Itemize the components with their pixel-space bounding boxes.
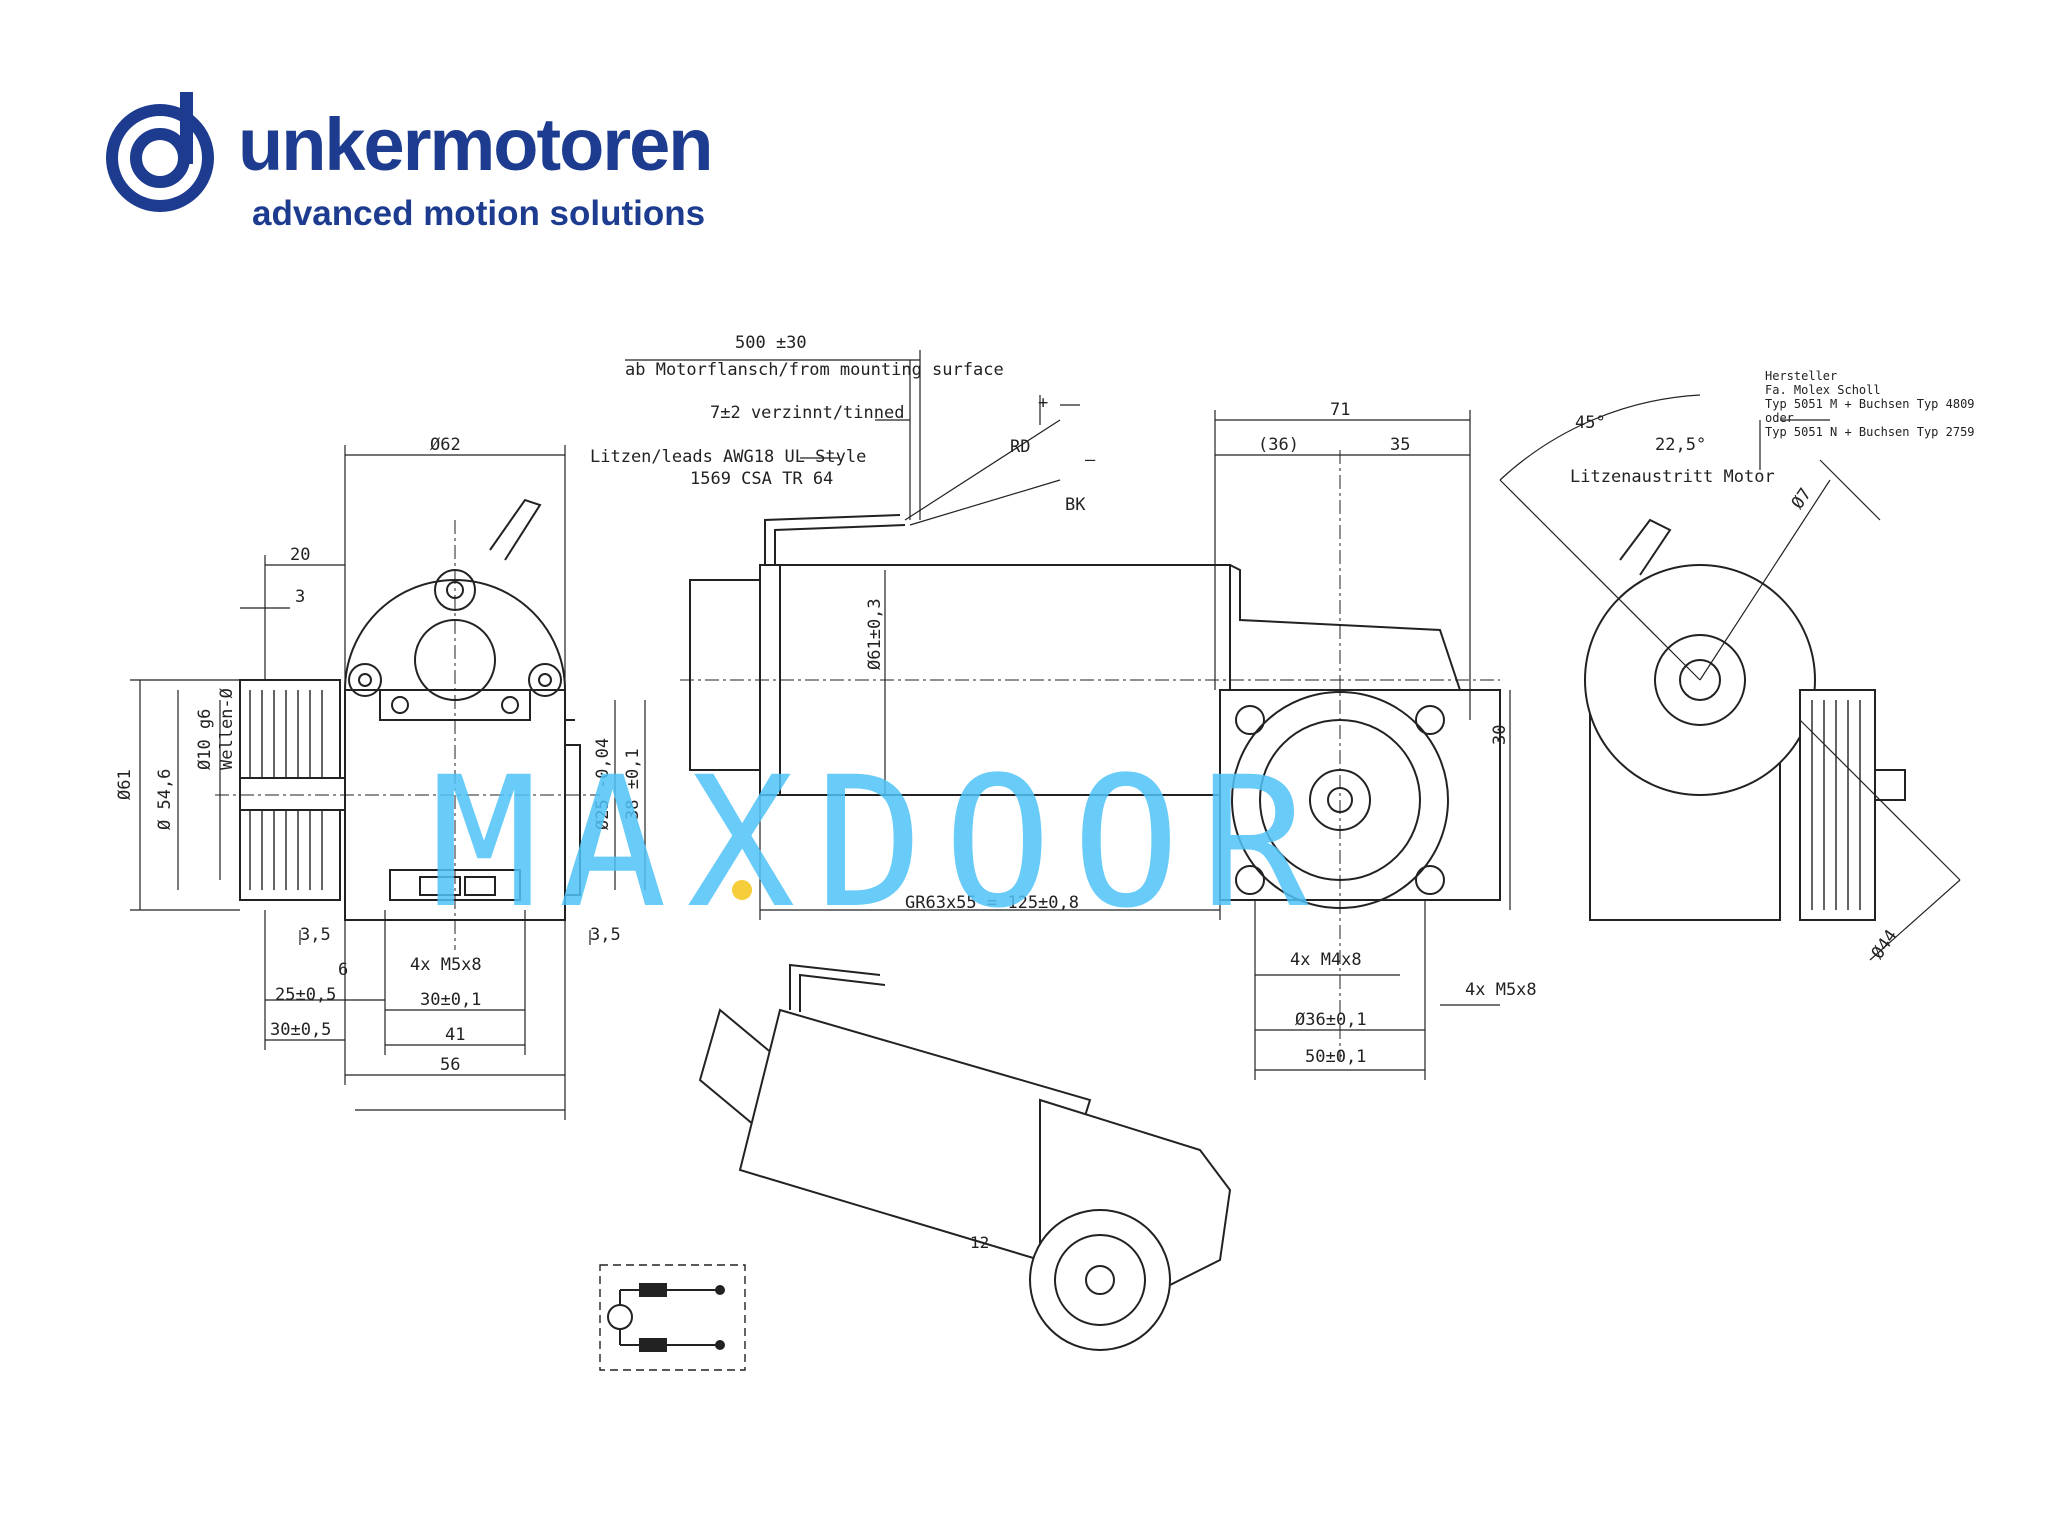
isometric-view: 12 — [698, 963, 1232, 1351]
dim-thread-m4: 4x M4x8 — [1290, 950, 1362, 970]
connector-note-4: oder — [1765, 411, 1794, 425]
dim-shaft-label: Wellen-Ø — [217, 688, 237, 770]
dim-71: 71 — [1330, 400, 1350, 420]
dim-56: 56 — [440, 1055, 460, 1075]
dim-6: 6 — [338, 960, 348, 980]
label-black-lead: BK — [1065, 495, 1086, 515]
connector-note-5: Typ 5051 N + Buchsen Typ 2759 — [1765, 425, 1975, 439]
watermark-text: MAXDOOR — [430, 739, 1329, 948]
side-view: 500 ±30 ab Motorflansch/from mounting su… — [590, 333, 1537, 1080]
dim-tinned: 7±2 verzinnt/tinned — [710, 403, 904, 423]
dunker-logo-mark — [100, 92, 220, 212]
dim-diameter-61: Ø61 — [115, 769, 135, 800]
watermark: MAXDOOR — [430, 739, 1329, 948]
dim-25: 25±0,5 — [275, 985, 336, 1005]
dim-diameter-25: Ø25 -0,04 — [593, 738, 613, 830]
connector-note-1: Hersteller — [1765, 369, 1837, 383]
rear-view: 45° 22,5° Litzenaustritt Motor Ø44 Ø7 He… — [1499, 369, 1975, 963]
label-plus: + — [1038, 393, 1048, 413]
dim-lead-note: ab Motorflansch/from mounting surface — [625, 360, 1004, 380]
dim-diameter-36: Ø36±0,1 — [1295, 1010, 1367, 1030]
iso-label: 12 — [970, 1233, 989, 1252]
dim-36: (36) — [1258, 435, 1299, 455]
connector-note-3: Typ 5051 M + Buchsen Typ 4809 — [1765, 397, 1975, 411]
dim-35: 35 — [1390, 435, 1410, 455]
dim-angle-45: 45° — [1575, 413, 1606, 433]
dim-thread-m5: 4x M5x8 — [410, 955, 482, 975]
dim-3-5-left: 3,5 — [300, 925, 331, 945]
motor-circuit-symbol — [599, 1264, 746, 1371]
dim-shaft-diameter: Ø10 g6 — [195, 709, 215, 770]
dim-20: 20 — [290, 545, 310, 565]
brand-name: unkermotoren — [238, 103, 714, 186]
front-view: Ø62 20 3 Ø61 Ø 54,6 Ø10 g6 Wellen-Ø Ø25 … — [115, 435, 646, 1120]
dim-50: 50±0,1 — [1305, 1047, 1366, 1067]
dim-30-gear: 30 — [1490, 725, 1510, 745]
dim-motor-diameter: Ø61±0,3 — [865, 598, 885, 670]
dim-38: 38 ±0,1 — [623, 748, 643, 820]
dim-3: 3 — [295, 587, 305, 607]
dim-30-05: 30±0,5 — [270, 1020, 331, 1040]
dim-diameter-62: Ø62 — [430, 435, 461, 455]
dim-41: 41 — [445, 1025, 465, 1045]
label-red-lead: RD — [1010, 437, 1030, 457]
label-lead-exit: Litzenaustritt Motor — [1570, 467, 1775, 487]
dim-diameter-54-6: Ø 54,6 — [155, 769, 175, 830]
dim-lead-length: 500 ±30 — [735, 333, 807, 353]
connector-note-2: Fa. Molex Scholl — [1765, 383, 1881, 397]
dim-thread-m5-gear: 4x M5x8 — [1465, 980, 1537, 1000]
brand-tagline: advanced motion solutions — [252, 194, 706, 233]
dim-motor-length: GR63x55 = 125±0,8 — [905, 893, 1079, 913]
label-minus: — — [1085, 450, 1096, 470]
dim-angle-22-5: 22,5° — [1655, 435, 1706, 455]
dim-30: 30±0,1 — [420, 990, 481, 1010]
dim-3-5-right: 3,5 — [590, 925, 621, 945]
lead-spec-1: Litzen/leads AWG18 UL Style — [590, 447, 866, 467]
lead-spec-2: 1569 CSA TR 64 — [690, 469, 833, 489]
